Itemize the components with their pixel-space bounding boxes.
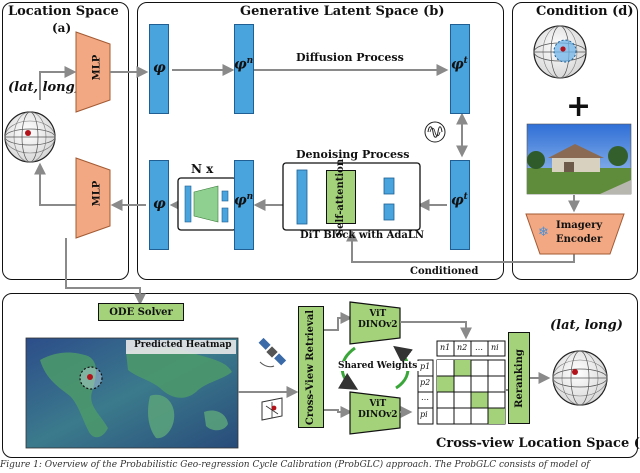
conditioned-label: Conditioned — [410, 266, 479, 277]
vit-top-label: ViT DINOv2 — [358, 309, 398, 330]
phi-top-label: φ — [153, 60, 166, 76]
phi-bottom-bar — [149, 160, 169, 250]
figure-caption: Figure 1: Overview of the Probabilistic … — [0, 460, 590, 470]
denoising-process-label: Denoising Process — [296, 148, 410, 161]
p-vector — [417, 359, 434, 425]
lat-long-label: (lat, long) — [8, 80, 81, 95]
street-view-photo — [526, 123, 632, 195]
vit-bottom-block — [349, 391, 401, 435]
satellite-icon — [258, 337, 287, 368]
shared-weights-label: Shared Weights — [336, 361, 420, 371]
cross-view-location-space-title: Cross-view Location Space (c) — [436, 436, 640, 451]
mlp-bottom-block — [75, 157, 111, 239]
noise-icon — [424, 121, 446, 143]
mlp-bottom-label: MLP — [91, 180, 103, 207]
phi-t-top-label: φt — [451, 56, 468, 73]
phi-n-top-label: φn — [234, 56, 254, 73]
similarity-matrix — [436, 359, 506, 425]
phi-t-bottom-label: φt — [451, 192, 468, 209]
vit-top-block — [349, 301, 401, 345]
location-globe — [4, 111, 56, 163]
n-vector — [436, 340, 506, 357]
reranking-box: Reranking — [508, 332, 530, 424]
phi-t-top-bar — [450, 24, 470, 114]
mlp-top-block — [75, 31, 111, 113]
self-attention-label: Self-attention — [335, 158, 347, 236]
snowflake-icon: ❄ — [538, 225, 549, 240]
vit-bottom-label: ViT DINOv2 — [358, 399, 398, 420]
pi-label: pi — [420, 410, 428, 419]
p2-label: p2 — [420, 378, 431, 387]
generative-latent-space-title: Generative Latent Space (b) — [240, 4, 445, 19]
phi-n-bottom-label: φn — [234, 192, 254, 209]
generative-latent-space-panel — [137, 2, 504, 280]
result-globe — [552, 350, 608, 406]
n-ellipsis-label: … — [475, 343, 483, 352]
p-ellipsis-label: … — [421, 393, 429, 402]
phi-bottom-label: φ — [153, 196, 166, 212]
ode-solver-box: ODE Solver — [98, 303, 184, 321]
ni-label: ni — [491, 343, 499, 352]
reranking-label: Reranking — [513, 348, 525, 408]
cross-view-retrieval-label: Cross-View Retrieval — [305, 309, 317, 425]
location-space-tag: (a) — [52, 21, 72, 35]
condition-title: Condition (d) — [536, 4, 634, 19]
self-attention-block: Self-attention — [326, 158, 356, 236]
location-space-title: Location Space — [8, 4, 119, 19]
imagery-encoder-label: Imagery Encoder — [556, 220, 603, 245]
phi-n-bottom-bar — [234, 160, 254, 250]
cross-view-retrieval-box: Cross-View Retrieval — [298, 306, 324, 428]
phi-top-bar — [149, 24, 169, 114]
predicted-heatmap — [25, 337, 239, 449]
aerial-map-icon — [261, 397, 283, 421]
plus-icon: + — [566, 89, 592, 124]
diffusion-process-label: Diffusion Process — [296, 51, 404, 64]
n2-label: n2 — [457, 343, 468, 352]
phi-n-top-bar — [234, 24, 254, 114]
phi-t-bottom-bar — [450, 160, 470, 250]
dit-block-label: DiT Block with AdaLN — [300, 230, 424, 241]
p1-label: p1 — [420, 362, 431, 371]
mlp-top-label: MLP — [91, 54, 103, 81]
n1-label: n1 — [440, 343, 451, 352]
nx-label: N x — [191, 162, 214, 176]
predicted-heatmap-label: Predicted Heatmap — [134, 340, 232, 350]
result-lat-long-label: (lat, long) — [550, 318, 623, 333]
condition-globe — [533, 25, 587, 79]
imagery-encoder — [525, 213, 625, 255]
